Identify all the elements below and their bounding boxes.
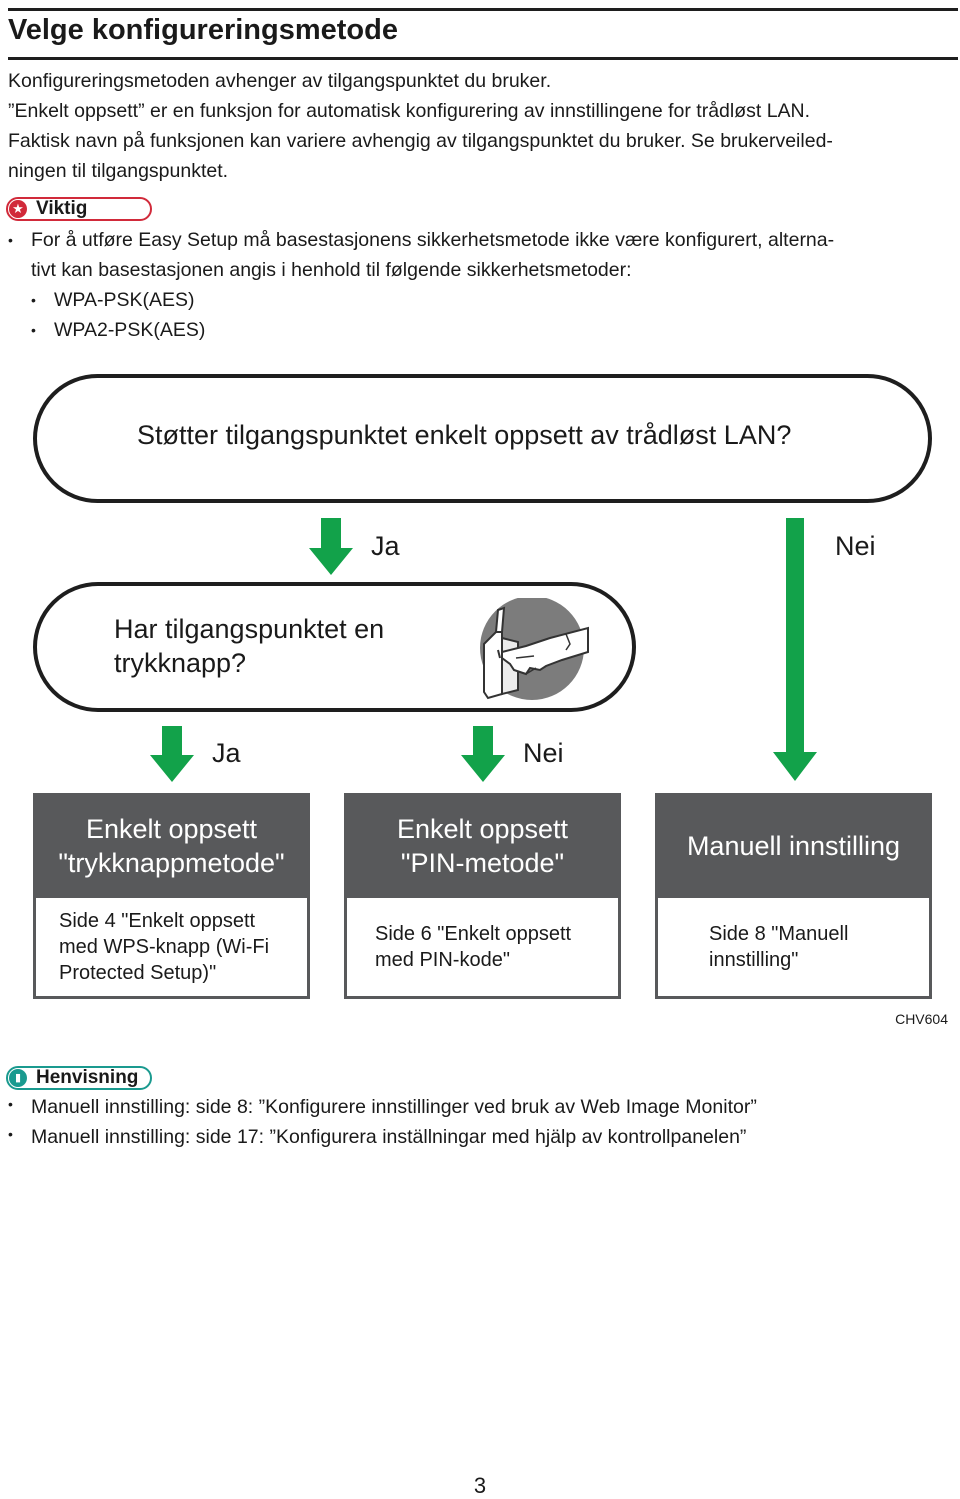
reference-item-text: Manuell innstilling: side 8: ”Konfigurer… <box>31 1096 757 1118</box>
question2-yes-label: Ja <box>212 738 241 768</box>
important-bullet: • For å utføre Easy Setup må basestasjon… <box>8 225 834 285</box>
result-title-line: "trykknappmetode" <box>58 847 285 878</box>
reference-badge-label: Henvisning <box>36 1067 139 1088</box>
intro-paragraph: Konfigureringsmetoden avhenger av tilgan… <box>8 66 833 186</box>
no-arrow-icon <box>461 726 505 782</box>
bullet-dot: • <box>8 1126 13 1142</box>
result-pin-header: Enkelt oppsett "PIN-metode" <box>344 793 621 898</box>
question1-no-label: Nei <box>835 531 876 561</box>
intro-line: ”Enkelt oppsett” er en funksjon for auto… <box>8 100 811 122</box>
push-button-illustration-icon <box>480 598 589 700</box>
top-rule <box>8 8 958 11</box>
star-icon: ★ <box>9 200 27 218</box>
question2-no-label: Nei <box>523 738 564 768</box>
reference-line: Protected Setup)" <box>59 962 217 984</box>
reference-badge: ▮ Henvisning <box>6 1066 152 1090</box>
sub-bullet-text: WPA-PSK(AES) <box>54 289 195 311</box>
sub-bullet: • WPA-PSK(AES) <box>31 285 195 315</box>
bullet-line: tivt kan basestasjonen angis i henhold t… <box>31 259 632 281</box>
question2-line: Har tilgangspunktet en <box>114 614 385 644</box>
sub-bullet-text: WPA2-PSK(AES) <box>54 319 206 341</box>
reference-item: • Manuell innstilling: side 17: ”Konfigu… <box>8 1126 746 1149</box>
figure-code: CHV604 <box>895 1011 948 1027</box>
question1-text: Støtter tilgangspunktet enkelt oppsett a… <box>137 420 792 450</box>
no-arrow-icon <box>773 518 817 781</box>
reference-line: Side 4 "Enkelt oppsett <box>59 910 256 932</box>
result-manual-header: Manuell innstilling <box>655 793 932 898</box>
reference-line: Side 8 "Manuell <box>709 923 849 945</box>
reference-line: med WPS-knapp (Wi-Fi <box>59 936 270 958</box>
result-title-line: Enkelt oppsett <box>396 813 569 844</box>
result-title-line: Enkelt oppsett <box>85 813 258 844</box>
bullet-dot: • <box>31 322 36 338</box>
question2-text: Har tilgangspunktet en trykknapp? <box>114 612 384 680</box>
yes-arrow-icon <box>309 518 353 575</box>
intro-line: ningen til tilgangspunktet. <box>8 160 229 182</box>
intro-line: Faktisk navn på funksjonen kan variere a… <box>8 130 833 152</box>
result-manual-reference: Side 8 "Manuell innstilling" <box>655 898 932 999</box>
reference-line: Side 6 "Enkelt oppsett <box>375 923 572 945</box>
bullet-line: For å utføre Easy Setup må basestasjonen… <box>31 229 835 251</box>
question1-yes-label: Ja <box>371 531 400 561</box>
important-badge: ★ Viktig <box>6 197 152 221</box>
sub-bullet: • WPA2-PSK(AES) <box>31 315 205 345</box>
reference-line: med PIN-kode" <box>375 949 510 971</box>
yes-arrow-icon <box>150 726 194 782</box>
result-title-line: "PIN-metode" <box>400 847 565 878</box>
bullet-dot: • <box>8 1096 13 1112</box>
book-icon: ▮ <box>9 1069 27 1087</box>
page-title: Velge konfigureringsmetode <box>8 14 398 46</box>
page-number: 3 <box>473 1473 487 1498</box>
question1-box <box>33 374 932 503</box>
bullet-dot: • <box>8 232 13 248</box>
reference-item: • Manuell innstilling: side 8: ”Konfigur… <box>8 1096 757 1119</box>
result-pushbutton-header: Enkelt oppsett "trykknappmetode" <box>33 793 310 898</box>
result-pushbutton-reference: Side 4 "Enkelt oppsett med WPS-knapp (Wi… <box>33 898 310 999</box>
important-badge-label: Viktig <box>36 198 88 219</box>
result-title-line: Manuell innstilling <box>686 830 901 861</box>
intro-line: Konfigureringsmetoden avhenger av tilgan… <box>8 70 552 92</box>
bullet-dot: • <box>31 292 36 308</box>
reference-line: innstilling" <box>709 949 799 971</box>
reference-item-text: Manuell innstilling: side 17: ”Konfigure… <box>31 1126 747 1148</box>
title-underline <box>8 57 958 60</box>
question2-line: trykknapp? <box>114 648 247 678</box>
result-pin-reference: Side 6 "Enkelt oppsett med PIN-kode" <box>344 898 621 999</box>
